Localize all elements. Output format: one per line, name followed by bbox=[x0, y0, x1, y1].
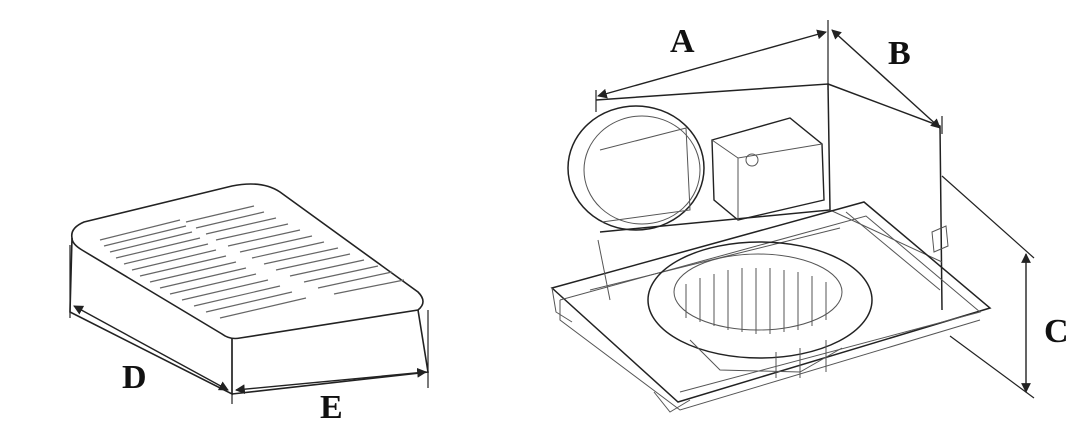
duct-collar bbox=[567, 105, 705, 231]
dimension-b bbox=[831, 29, 943, 134]
dimension-c bbox=[941, 175, 1035, 399]
dimension-e bbox=[235, 310, 429, 395]
junction-box bbox=[711, 117, 825, 221]
label-b: B bbox=[888, 35, 911, 72]
label-e: E bbox=[320, 389, 343, 426]
label-c: C bbox=[1044, 313, 1069, 350]
dimension-d bbox=[69, 245, 233, 404]
fan-housing bbox=[550, 83, 992, 413]
label-a: A bbox=[670, 23, 695, 60]
grille-slots bbox=[99, 205, 405, 319]
blower-wheel bbox=[647, 241, 873, 378]
dimension-a bbox=[595, 20, 829, 112]
label-d: D bbox=[122, 359, 147, 396]
grille-cover bbox=[69, 183, 429, 396]
